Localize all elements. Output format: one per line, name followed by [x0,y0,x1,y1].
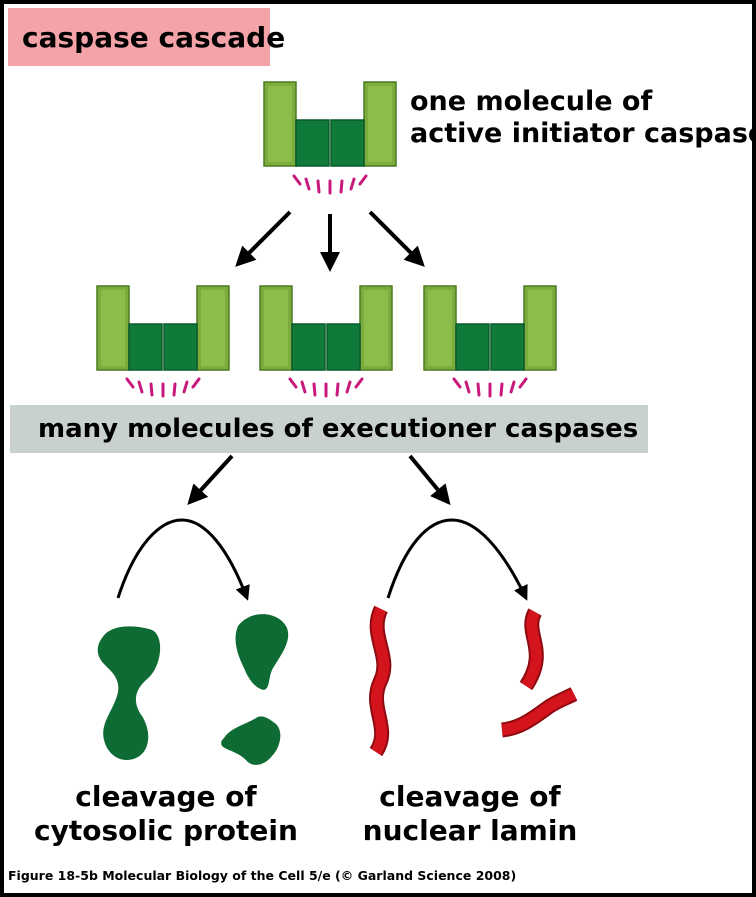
intact-cytosolic-protein [97,626,161,760]
lamin-cleavage-arc [386,518,528,601]
outcome-right-line-1: cleavage of [379,780,561,813]
executioner-label: many molecules of executioner caspases [38,414,639,444]
nuclear-lamin-fragment-bottom [500,687,578,738]
executioner-activity-marks-1 [125,377,201,398]
initiator-label-line-2: active initiator caspase [410,118,756,150]
initiator-activity-marks [292,174,368,195]
initiator-caspase [263,81,397,167]
executioner-caspase-3 [423,285,557,371]
nuclear-lamin-fragment-top [519,608,544,691]
executioner-caspase-1 [96,285,230,371]
initiator-label-line-1: one molecule of [410,86,653,117]
cytosolic-protein-fragment-top [235,614,289,690]
cytosolic-protein-fragment-bottom [221,716,281,765]
figure-caption: Figure 18-5b Molecular Biology of the Ce… [8,868,517,883]
title-banner: caspase cascade [8,8,285,66]
outcome-left-line-2: cytosolic protein [34,813,298,847]
arrow-to-executioner-1 [235,210,292,267]
outcome-left-line-1: cleavage of [75,780,257,813]
outcome-right-line-2: nuclear lamin [362,813,578,847]
arrow-to-cytosolic-branch [187,454,234,505]
cytosolic-protein-outcome-label: cleavage of cytosolic protein [6,780,326,847]
title-text: caspase cascade [22,20,286,54]
intact-nuclear-lamin [369,605,392,757]
executioner-activity-marks-3 [452,377,528,398]
executioner-caspase-2 [259,285,393,371]
executioner-activity-marks-2 [288,377,364,398]
cytosolic-cleavage-arc [116,518,250,601]
initiator-caspase-label: one molecule of active initiator caspase [410,86,756,151]
executioner-caspases-band: many molecules of executioner caspases [10,405,648,453]
nuclear-lamin-outcome-label: cleavage of nuclear lamin [310,780,630,847]
arrow-to-executioner-3 [368,210,425,267]
arrow-to-lamin-branch [408,454,451,506]
